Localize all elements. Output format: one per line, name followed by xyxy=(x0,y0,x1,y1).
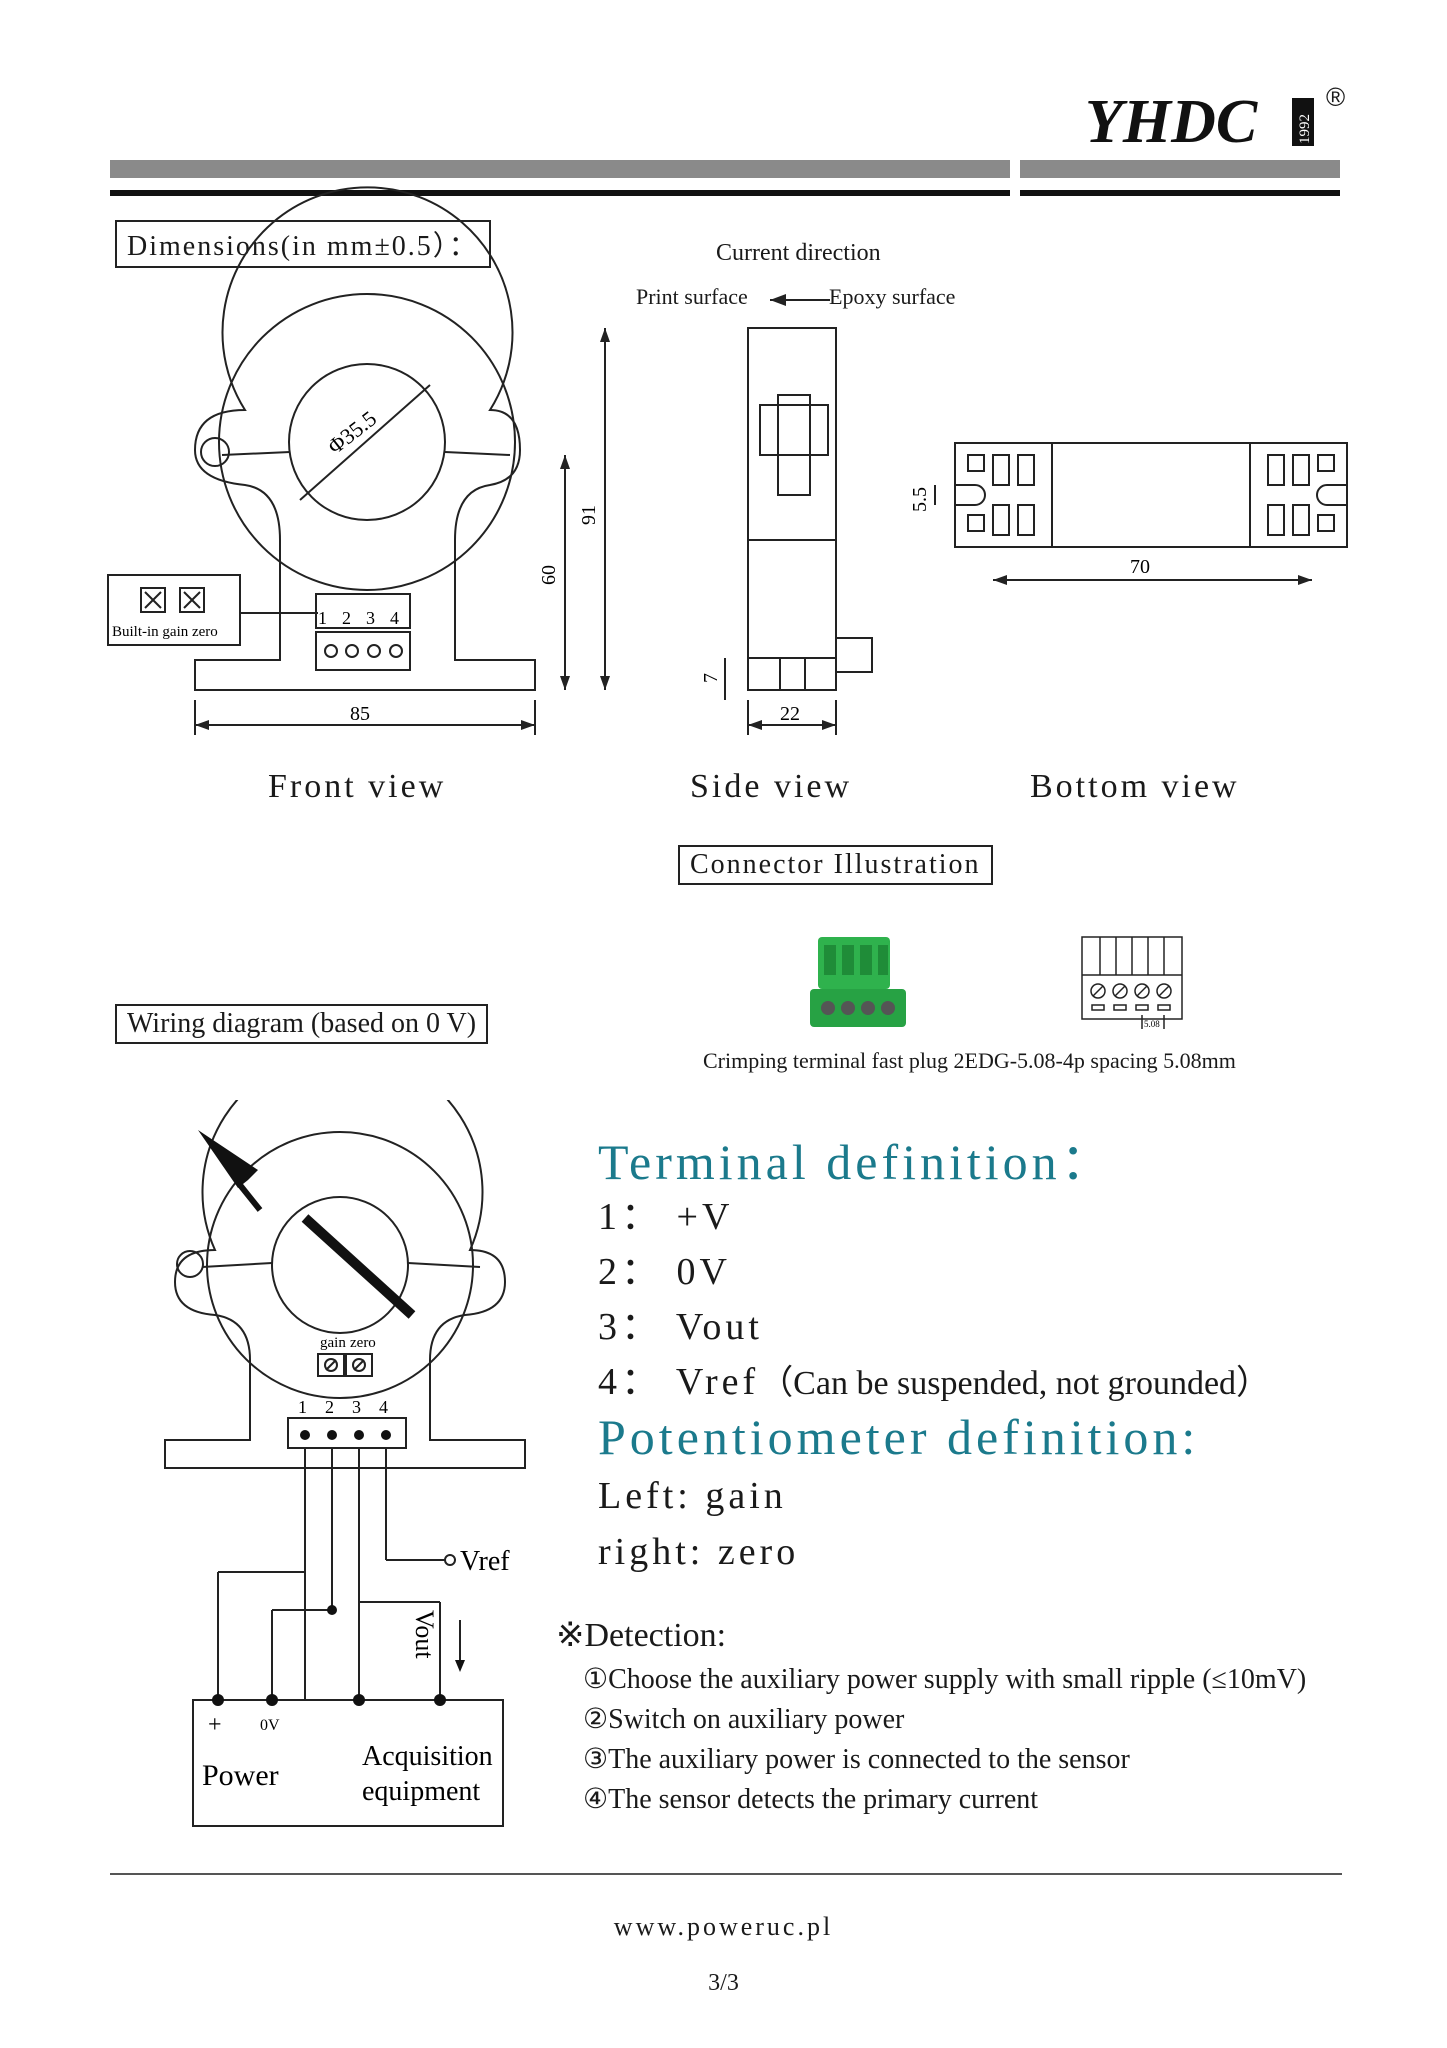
dim-85: 85 xyxy=(350,703,370,725)
wiring-title: Wiring diagram (based on 0 V) xyxy=(115,1004,489,1044)
pot-value: zero xyxy=(717,1531,800,1573)
sensor-outline xyxy=(164,1100,526,1469)
terminal-label: Vout xyxy=(675,1306,763,1348)
logo-text: YHDC xyxy=(1085,92,1258,150)
page-number: 3/3 xyxy=(708,1970,739,1996)
header-rule xyxy=(110,190,1010,196)
dim-5-5: 5.5 xyxy=(909,487,931,512)
terminal-label: 0V xyxy=(676,1251,731,1293)
registered-mark: ® xyxy=(1326,82,1346,112)
terminal-num: 3： xyxy=(598,1306,664,1348)
front-terminal-4: 4 xyxy=(390,608,399,628)
front-terminal-1: 1 xyxy=(318,608,327,628)
zero-v-label: 0V xyxy=(260,1717,280,1734)
footer-url: www.poweruc.pl xyxy=(613,1912,834,1941)
green-connector-image xyxy=(810,937,906,1027)
terminal-label: Vref xyxy=(675,1361,760,1403)
wiring-diagram: gain zero 1 2 3 4 Vref Vout + 0V Power A… xyxy=(164,1100,526,1827)
potentiometer-item-left: Left: gain xyxy=(598,1474,787,1518)
pot-label: right: xyxy=(598,1531,705,1573)
terminal-num: 4： xyxy=(598,1361,664,1403)
front-view-label: Front view xyxy=(268,768,447,805)
detection-step-2: ②Switch on auxiliary power xyxy=(583,1704,905,1735)
vref-label: Vref xyxy=(460,1546,510,1577)
detection-step-1: ①Choose the auxiliary power supply with … xyxy=(583,1664,1307,1695)
terminal-num: 2： xyxy=(598,1251,664,1293)
connector-drawing: 5.08 xyxy=(1081,936,1183,1029)
detection-step-3: ③The auxiliary power is connected to the… xyxy=(583,1744,1130,1775)
logo-year: 1992 xyxy=(1297,114,1313,144)
pot-label: Left: xyxy=(598,1475,692,1517)
connector-caption: Crimping terminal fast plug 2EDG-5.08-4p… xyxy=(703,1048,1236,1073)
current-direction-label: Current direction xyxy=(716,240,881,266)
dim-60: 60 xyxy=(538,565,560,585)
dimension-drawings: 1 2 3 4 Built-in gain zero Φ35.5 91 60 8… xyxy=(107,186,1348,735)
gain-label: gain xyxy=(320,1335,346,1351)
print-surface-label: Print surface xyxy=(636,284,748,309)
terminal-item-2: 2： 0V xyxy=(598,1240,731,1295)
header-bar-right xyxy=(1020,160,1340,178)
potentiometer-item-right: right: zero xyxy=(598,1530,799,1574)
connector-title: Connector Illustration xyxy=(678,845,993,885)
plus-label: + xyxy=(208,1712,222,1738)
detection-title: ※Detection: xyxy=(556,1617,727,1654)
vout-label: Vout xyxy=(410,1610,439,1659)
dim-22: 22 xyxy=(780,703,800,725)
epoxy-surface-label: Epoxy surface xyxy=(829,284,956,309)
yhdc-logo: YHDC 1992 xyxy=(1085,92,1314,150)
connector-spacing-label: 5.08 xyxy=(1144,1019,1160,1029)
bottom-view-label: Bottom view xyxy=(1030,768,1240,805)
terminal-item-4: 4： Vref（Can be suspended, not grounded） xyxy=(598,1350,1270,1405)
wiring-terminal-1: 1 xyxy=(298,1397,307,1417)
terminal-definition-title: Terminal definition： xyxy=(598,1134,1115,1190)
wiring-terminal-3: 3 xyxy=(352,1397,361,1417)
wiring-terminal-4: 4 xyxy=(379,1397,388,1417)
terminal-item-1: 1： +V xyxy=(598,1185,733,1240)
zero-label: zero xyxy=(350,1335,376,1351)
front-terminal-2: 2 xyxy=(342,608,351,628)
potentiometer-definition-title: Potentiometer definition: xyxy=(598,1409,1200,1465)
footer-rule xyxy=(110,1873,1342,1875)
builtin-gain-zero-label: Built-in gain zero xyxy=(112,624,218,640)
side-view-label: Side view xyxy=(690,768,853,805)
wiring-terminal-2: 2 xyxy=(325,1397,334,1417)
header-bar xyxy=(110,160,1010,178)
dim-70: 70 xyxy=(1130,556,1150,578)
pot-value: gain xyxy=(705,1475,787,1517)
terminal-label: +V xyxy=(676,1196,734,1238)
dimensions-title: Dimensions(in mm±0.5）： xyxy=(115,220,491,268)
diameter-label: Φ35.5 xyxy=(323,406,381,459)
front-view-outline xyxy=(193,186,536,691)
header-rule-right xyxy=(1020,190,1340,196)
terminal-num: 1： xyxy=(598,1196,664,1238)
acquisition-label: Acquisition xyxy=(362,1741,493,1772)
terminal-note: （Can be suspended, not grounded） xyxy=(759,1365,1271,1402)
equipment-label: equipment xyxy=(362,1776,480,1807)
dim-7: 7 xyxy=(700,673,722,683)
terminal-item-3: 3： Vout xyxy=(598,1295,763,1350)
power-label: Power xyxy=(202,1759,279,1792)
front-terminal-3: 3 xyxy=(366,608,375,628)
dim-91: 91 xyxy=(578,505,600,525)
detection-step-4: ④The sensor detects the primary current xyxy=(583,1784,1039,1815)
